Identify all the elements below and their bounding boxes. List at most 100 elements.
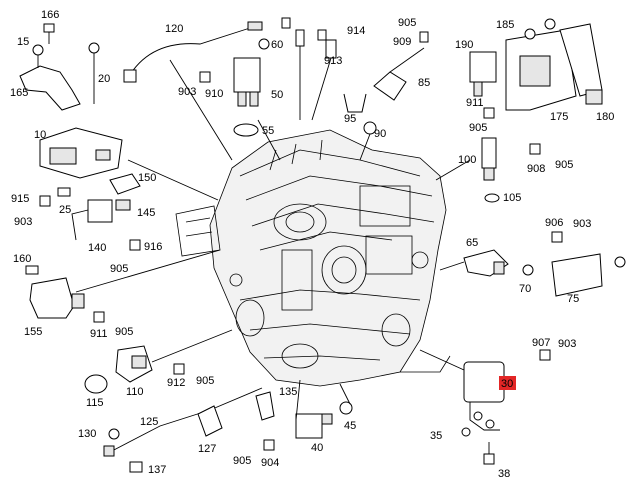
module-10 <box>39 127 123 179</box>
label-905-d: 905 <box>555 159 573 171</box>
label-155: 155 <box>24 326 42 338</box>
bolt-20 <box>88 42 100 104</box>
sensor-155 <box>29 277 85 319</box>
label-125: 125 <box>140 416 158 428</box>
bracket-165 <box>19 44 81 111</box>
label-38: 38 <box>498 468 510 480</box>
sensor-50 <box>233 57 261 107</box>
label-135: 135 <box>279 386 297 398</box>
label-903-b: 903 <box>14 216 32 228</box>
bolt-8 <box>614 256 626 268</box>
label-915: 915 <box>11 193 29 205</box>
label-100: 100 <box>458 154 476 166</box>
label-60: 60 <box>271 39 283 51</box>
label-110: 110 <box>126 386 144 398</box>
engine-block <box>175 129 451 387</box>
label-10: 10 <box>34 129 46 141</box>
label-190: 190 <box>455 39 473 51</box>
label-905-g: 905 <box>233 455 251 467</box>
label-905-e: 905 <box>115 326 133 338</box>
sensor-65 <box>463 249 509 277</box>
label-903-c: 903 <box>573 218 591 230</box>
label-130: 130 <box>78 428 96 440</box>
label-911-a: 911 <box>466 97 484 109</box>
label-914: 914 <box>347 25 365 37</box>
label-175: 175 <box>550 111 568 123</box>
bolt-130 <box>108 428 120 440</box>
sensor-120 <box>123 21 263 83</box>
label-120: 120 <box>165 23 183 35</box>
label-903-d: 903 <box>558 338 576 350</box>
bolt-166 <box>43 23 55 44</box>
label-145: 145 <box>137 207 155 219</box>
label-30: 30 <box>501 378 513 390</box>
ring-115 <box>84 374 108 394</box>
label-905-c: 905 <box>110 263 128 275</box>
label-127: 127 <box>198 443 216 455</box>
leader-lines <box>75 59 471 421</box>
label-50: 50 <box>271 89 283 101</box>
label-95: 95 <box>344 113 356 125</box>
label-180: 180 <box>596 111 614 123</box>
label-55: 55 <box>262 125 274 137</box>
unit-30 <box>461 361 505 437</box>
sensor-100 <box>481 137 497 181</box>
bracket-135 <box>255 391 275 421</box>
valve-140 <box>71 199 131 241</box>
label-45: 45 <box>344 420 356 432</box>
label-90: 90 <box>374 128 386 140</box>
highlight-box-30 <box>499 376 516 390</box>
connector-fittings <box>39 17 563 451</box>
label-166: 166 <box>41 9 59 21</box>
label-140: 140 <box>88 242 106 254</box>
bolt-70 <box>522 264 534 276</box>
label-910: 910 <box>205 88 223 100</box>
label-85: 85 <box>418 77 430 89</box>
label-160: 160 <box>13 253 31 265</box>
sensor-85 <box>373 47 425 101</box>
label-20: 20 <box>98 73 110 85</box>
label-35: 35 <box>430 430 442 442</box>
label-150: 150 <box>138 172 156 184</box>
label-905-f: 905 <box>196 375 214 387</box>
ring-105 <box>484 193 500 203</box>
label-75: 75 <box>567 293 579 305</box>
sensor-110 <box>115 345 153 383</box>
glow-plug-15 <box>295 29 305 120</box>
bolt-60 <box>258 38 270 50</box>
bolt-38 <box>483 442 495 465</box>
clip-127 <box>197 405 223 437</box>
label-913: 913 <box>324 55 342 67</box>
label-70: 70 <box>519 283 531 295</box>
clip-95 <box>343 93 367 113</box>
label-905-b: 905 <box>469 122 487 134</box>
bracket-175 <box>505 18 577 111</box>
ring-55 <box>233 123 259 137</box>
label-137: 137 <box>148 464 166 476</box>
label-903-a: 903 <box>178 86 196 98</box>
label-912: 912 <box>167 377 185 389</box>
bracket-150 <box>109 173 141 195</box>
label-908: 908 <box>527 163 545 175</box>
label-916: 916 <box>144 241 162 253</box>
label-911-b: 911 <box>90 328 108 340</box>
glow-plug-913 <box>311 39 337 121</box>
label-25: 25 <box>59 204 71 216</box>
callout-labels: 166 15 165 20 120 60 903 910 50 914 913 … <box>10 9 614 480</box>
ring-45 <box>339 401 353 415</box>
label-165: 165 <box>10 87 28 99</box>
label-909: 909 <box>393 36 411 48</box>
label-115: 115 <box>86 397 104 409</box>
label-906: 906 <box>545 217 563 229</box>
sensor-40 <box>295 413 333 439</box>
bracket-180 <box>559 23 603 105</box>
sensor-190 <box>469 51 497 97</box>
label-185: 185 <box>496 19 514 31</box>
bolt-160 <box>25 265 39 275</box>
label-40: 40 <box>311 442 323 454</box>
label-105: 105 <box>503 192 521 204</box>
clip-137 <box>129 461 143 473</box>
bolt-25 <box>57 187 71 197</box>
cover-75 <box>551 253 603 297</box>
